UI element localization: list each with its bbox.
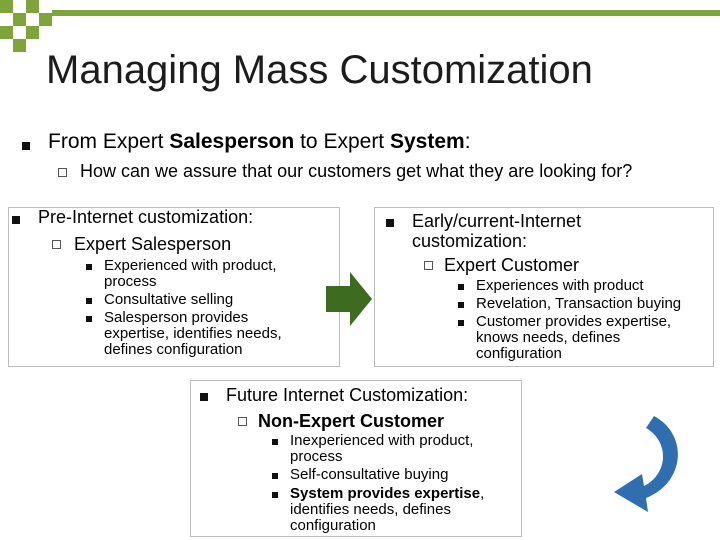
sub-bullet-icon xyxy=(424,261,433,270)
bullet-icon xyxy=(86,264,92,270)
sub-bullet-icon xyxy=(238,417,247,426)
current-internet-heading: Early/current-Internet customization: xyxy=(412,211,582,251)
pre-internet-item: Salesperson provides expertise, identifi… xyxy=(104,309,282,358)
sub-bullet-icon xyxy=(58,168,67,177)
current-internet-item: Customer provides expertise, knows needs… xyxy=(476,313,672,362)
bullet-icon xyxy=(272,473,278,479)
current-internet-sub: Expert Customer xyxy=(444,255,580,275)
slide-title: Managing Mass Customization xyxy=(46,48,593,92)
future-internet-item: Inexperienced with product, process xyxy=(290,432,474,465)
bullet-icon xyxy=(458,302,464,308)
header-bar xyxy=(52,10,720,16)
pre-internet-box xyxy=(8,207,340,367)
curved-arrow-icon xyxy=(614,416,678,512)
current-internet-box xyxy=(374,207,714,367)
current-internet-item: Revelation, Transaction buying xyxy=(476,295,682,312)
bullet-icon xyxy=(22,142,30,150)
checker-decoration xyxy=(0,0,52,52)
bullet-icon xyxy=(12,216,20,224)
intro-sub: How can we assure that our customers get… xyxy=(80,161,633,181)
future-internet-box xyxy=(190,380,522,537)
future-internet-sub: Non-Expert Customer xyxy=(258,411,445,431)
bullet-icon xyxy=(86,298,92,304)
bullet-icon xyxy=(200,393,208,401)
bullet-icon xyxy=(272,439,278,445)
bullet-icon xyxy=(272,492,278,498)
future-internet-item: System provides expertise, identifies ne… xyxy=(290,485,485,534)
future-internet-heading: Future Internet Customization: xyxy=(226,385,469,405)
right-arrow-icon xyxy=(326,272,372,326)
pre-internet-item: Consultative selling xyxy=(104,291,234,308)
bullet-icon xyxy=(458,284,464,290)
intro-lead: From Expert Salesperson to Expert System… xyxy=(48,130,471,153)
pre-internet-item: Experienced with product, process xyxy=(104,257,277,290)
future-internet-item: Self-consultative buying xyxy=(290,466,449,483)
bullet-icon xyxy=(386,219,394,227)
bullet-icon xyxy=(458,320,464,326)
pre-internet-heading: Pre-Internet customization: xyxy=(38,207,254,227)
bullet-icon xyxy=(86,316,92,322)
current-internet-item: Experiences with product xyxy=(476,277,644,294)
sub-bullet-icon xyxy=(52,240,61,249)
pre-internet-sub: Expert Salesperson xyxy=(74,234,232,254)
